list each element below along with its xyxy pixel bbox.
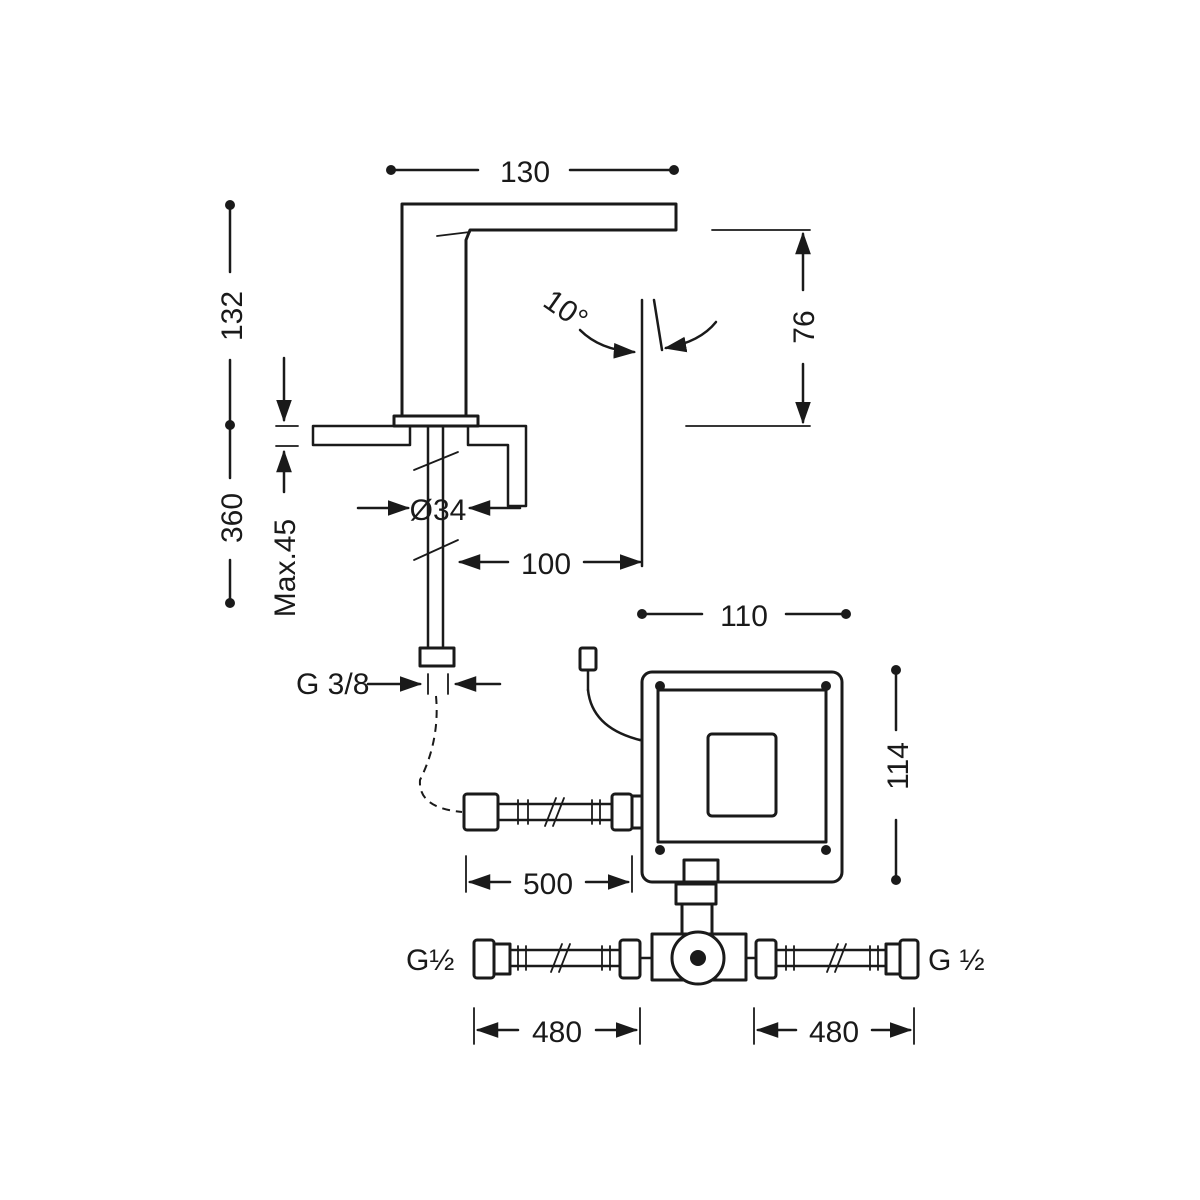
flexible-connection (418, 695, 463, 813)
dim-100-label: 100 (521, 548, 571, 581)
dimension-360: 360 (216, 423, 249, 608)
dim-480-left-label: 480 (532, 1016, 582, 1049)
dim-480-right-label: 480 (809, 1016, 859, 1049)
control-box (640, 670, 844, 884)
inlet-hose (462, 792, 656, 832)
dimension-480-left: 480 (473, 1007, 641, 1049)
mixing-valve (650, 882, 748, 986)
dimension-132: 132 (216, 200, 249, 430)
dimension-130: 130 (386, 156, 679, 189)
dim-360-label: 360 (216, 493, 249, 543)
dim-max45-label: Max.45 (269, 519, 302, 617)
water-stream-angle: 10° (537, 284, 718, 568)
countertop (311, 424, 528, 508)
dim-76-label: 76 (788, 310, 821, 343)
dimension-100: 100 (457, 548, 643, 581)
thread-supply-left-label: G½ (406, 944, 454, 977)
dimension-114: 114 (882, 665, 915, 885)
dimension-480-right: 480 (753, 1007, 915, 1049)
dim-110-label: 110 (720, 600, 768, 633)
dimension-max45: Max.45 (269, 356, 302, 617)
dimension-500: 500 (465, 855, 633, 901)
faucet-body (392, 202, 678, 428)
supply-hose-left (472, 938, 654, 980)
dim-500-label: 500 (523, 868, 573, 901)
dim-132-label: 132 (216, 291, 249, 341)
sensor-cable (578, 646, 658, 742)
supply-hose-right (744, 938, 920, 980)
dim-diameter-label: Ø34 (410, 494, 467, 527)
outlet-thread: G 3/8 (296, 668, 502, 701)
thread-outlet-label: G 3/8 (296, 668, 369, 701)
angle-label: 10° (537, 284, 593, 337)
dim-114-label: 114 (882, 742, 915, 790)
dimension-110: 110 (637, 600, 851, 633)
thread-supply-right-label: G ½ (928, 944, 985, 977)
dimension-76: 76 (685, 229, 821, 427)
dim-130-label: 130 (500, 156, 550, 189)
tail-pipe (413, 424, 459, 668)
dimension-hole-diameter: Ø34 (356, 494, 522, 527)
